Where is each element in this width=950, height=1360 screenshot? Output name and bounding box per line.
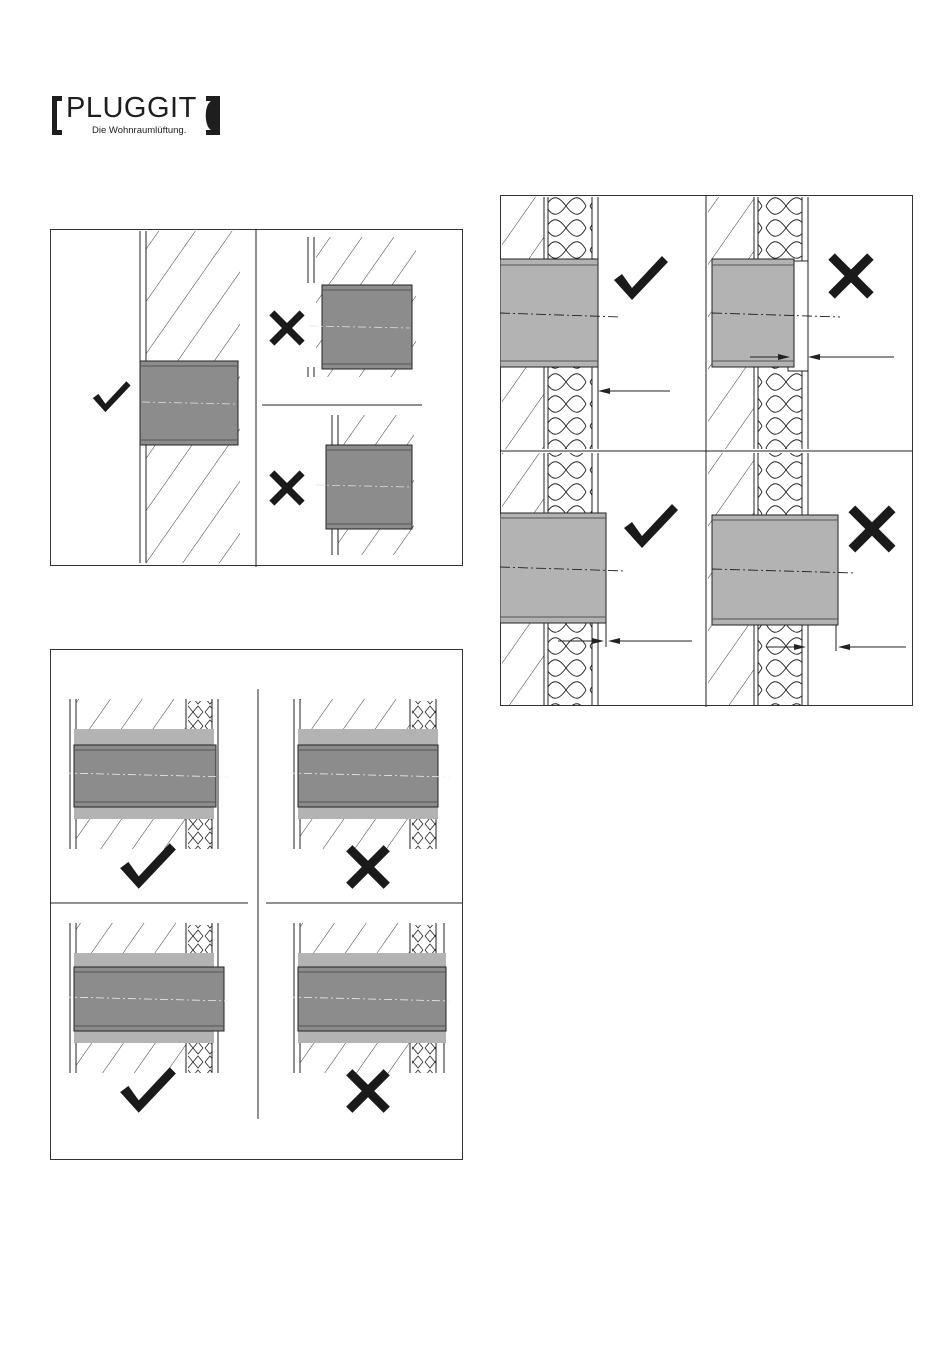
- figure-duct-ends-drawing: [500, 195, 914, 707]
- figure-insulated-wall-drawing: [50, 649, 464, 1161]
- brand-tagline: Die Wohnraumlüftung.: [92, 125, 186, 137]
- pluggit-logo: PLUGGIT Die Wohnraumlüftung.: [48, 92, 228, 142]
- figure-insulated-wall: [50, 649, 464, 1161]
- figure-wall-flush-drawing: [50, 229, 464, 567]
- brand-name: PLUGGIT: [66, 92, 197, 124]
- figure-wall-flush: [50, 229, 464, 567]
- figure-duct-ends: [500, 195, 914, 707]
